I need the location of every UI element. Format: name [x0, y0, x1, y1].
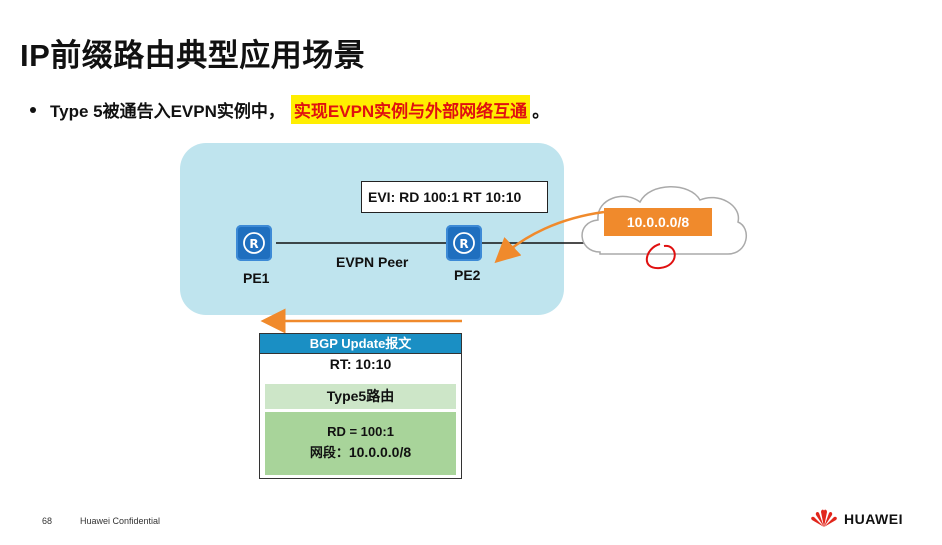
bullet-highlight-text: 实现EVPN实例与外部网络互通	[290, 95, 531, 124]
bgp-route-body: RD = 100:1 网段：10.0.0.0/8	[265, 412, 456, 475]
page-number: 68	[42, 516, 53, 526]
bgp-segment: 网段：10.0.0.0/8	[265, 442, 456, 461]
router-icon: R	[243, 232, 265, 254]
bgp-update-header: BGP Update报文	[260, 334, 461, 354]
evi-label: EVI: RD 100:1 RT 10:10	[361, 181, 548, 213]
bgp-update-card: BGP Update报文 RT: 10:10 Type5路由 RD = 100:…	[259, 333, 462, 479]
bgp-segment-value: 10.0.0.0/8	[348, 444, 412, 460]
bgp-type5-label: Type5路由	[265, 384, 456, 409]
page-title: IP前缀路由典型应用场景	[20, 38, 366, 73]
huawei-logo-icon	[811, 509, 837, 527]
brand-text: HUAWEI	[844, 511, 903, 527]
bullet-end-text: 。	[532, 102, 550, 121]
arrow-icon	[260, 210, 605, 334]
prefix-box: 10.0.0.0/8	[604, 208, 712, 236]
router-icon-pe2: R	[446, 225, 482, 261]
router-icon: R	[453, 232, 475, 254]
bullet-text: Type 5被通告入EVPN实例中，	[50, 102, 285, 121]
bgp-rt: RT: 10:10	[329, 356, 392, 372]
pe2-label: PE2	[454, 267, 481, 283]
bullet-dot	[30, 106, 36, 113]
pe1-label: PE1	[243, 270, 270, 286]
svg-text:R: R	[249, 237, 258, 251]
svg-text:R: R	[459, 237, 468, 251]
bgp-segment-label: 网段：	[309, 445, 349, 460]
confidential-label: Huawei Confidential	[80, 516, 161, 526]
bgp-rd: RD = 100:1	[327, 424, 394, 439]
brand: HUAWEI	[810, 509, 903, 529]
router-icon-pe1: R	[236, 225, 272, 261]
bullet-item: Type 5被通告入EVPN实例中， 实现EVPN实例与外部网络互通 。	[30, 95, 549, 124]
evpn-peer-label: EVPN Peer	[336, 254, 409, 270]
annotation-scribble	[645, 243, 676, 270]
